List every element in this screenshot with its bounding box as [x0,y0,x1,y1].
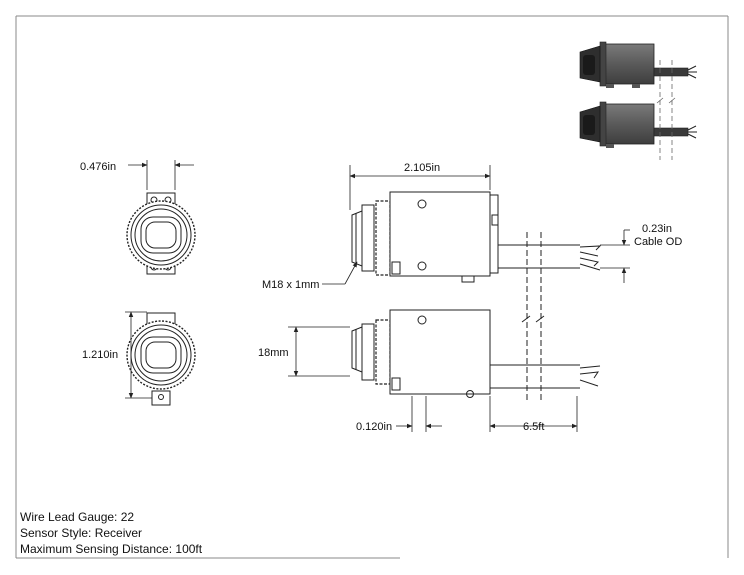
render-break-marks [656,97,676,104]
render-bottom [579,101,697,148]
spec-notes: Wire Lead Gauge: 22 Sensor Style: Receiv… [20,509,202,557]
dim-cable-od-label: Cable OD [634,236,682,248]
note-wire-gauge: Wire Lead Gauge: 22 [20,510,135,524]
side-view-top [351,191,602,283]
front-view-bottom [126,312,196,406]
dimension-lines [125,160,630,432]
dim-cable-length: 6.5ft [523,421,544,433]
dim-thread-spec: M18 x 1mm [262,279,319,291]
dim-front-width: 0.476in [80,161,116,173]
note-sensor-style: Sensor Style: Receiver [20,526,143,540]
dim-front-height: 1.210in [82,349,118,361]
dim-cable-od-value: 0.23in [642,223,672,235]
dim-thread-diameter: 18mm [258,347,289,359]
dim-mount-offset: 0.120in [356,421,392,433]
side-view-bottom [351,309,601,398]
front-view-top [126,192,196,275]
cable-break-marks [521,315,545,323]
dim-body-length: 2.105in [404,162,440,174]
drawing-frame [15,15,729,559]
cable-break-lines [526,232,542,400]
render-break-lines [659,60,673,160]
render-top [579,41,697,88]
note-max-distance: Maximum Sensing Distance: 100ft [20,542,203,556]
